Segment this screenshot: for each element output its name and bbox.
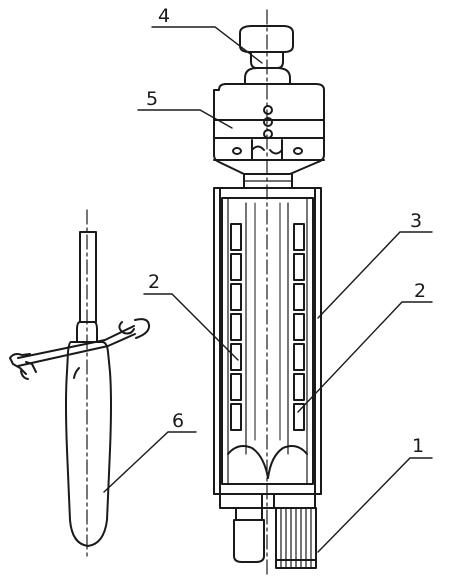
leader-3	[317, 231, 433, 319]
callout-3: 3	[410, 210, 422, 232]
leader-6	[103, 431, 197, 493]
callout-1: 1	[412, 435, 424, 457]
part-1-threaded-end	[275, 507, 317, 569]
bottom-foot	[233, 507, 265, 563]
part-2-left-segments	[230, 223, 242, 431]
leader-2a	[143, 293, 239, 361]
callout-2-left: 2	[148, 271, 160, 293]
part-5-head	[213, 83, 325, 189]
callout-2-right: 2	[414, 280, 426, 302]
part-2-right-segments	[293, 223, 305, 431]
part-6-hand-tool	[9, 209, 151, 561]
callout-4: 4	[158, 5, 170, 27]
leader-4	[151, 26, 263, 64]
leader-5	[137, 109, 233, 129]
callout-6: 6	[172, 410, 184, 432]
leader-2b	[297, 301, 433, 413]
callout-5: 5	[146, 88, 158, 110]
part-3-housing	[213, 187, 322, 509]
leader-1	[317, 457, 433, 553]
